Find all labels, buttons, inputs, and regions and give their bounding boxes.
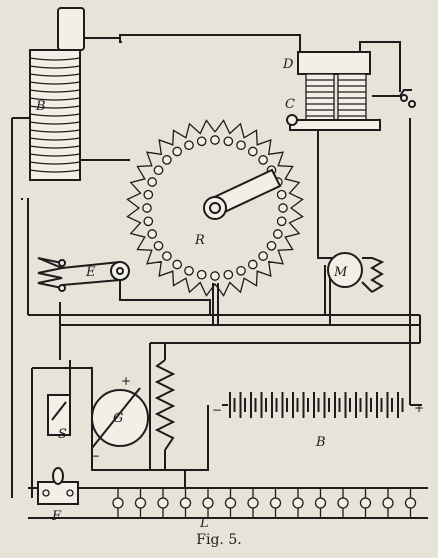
component-m [327, 252, 385, 293]
label-m: M [333, 265, 348, 280]
battery-minus-sign: − [212, 403, 222, 417]
switch-s [47, 394, 71, 436]
gen-plus-sign: + [121, 374, 131, 388]
label-s: S [58, 427, 67, 442]
label-f: F [51, 509, 62, 524]
coil-b [29, 7, 85, 181]
relay-dc [286, 51, 416, 131]
label-r: R [194, 233, 205, 248]
label-e: E [85, 265, 96, 280]
rheostat-r [126, 119, 304, 297]
label-l: L [199, 516, 209, 531]
wiring [11, 34, 428, 519]
component-e [37, 257, 130, 292]
label-g-motor: G [113, 411, 123, 426]
label-b-coil: B [35, 99, 46, 114]
battery-plus-sign: + [414, 401, 424, 415]
label-b-battery: B [315, 435, 326, 450]
label-c: C [285, 97, 295, 112]
figure-caption: Fig. 5. [196, 532, 242, 548]
lamp-row-l [112, 488, 417, 518]
switch-f [37, 467, 79, 505]
gen-minus-sign: − [90, 449, 100, 463]
resistor [154, 359, 176, 451]
label-d: D [282, 57, 294, 72]
battery-b [222, 392, 404, 418]
generator-g [91, 387, 149, 449]
